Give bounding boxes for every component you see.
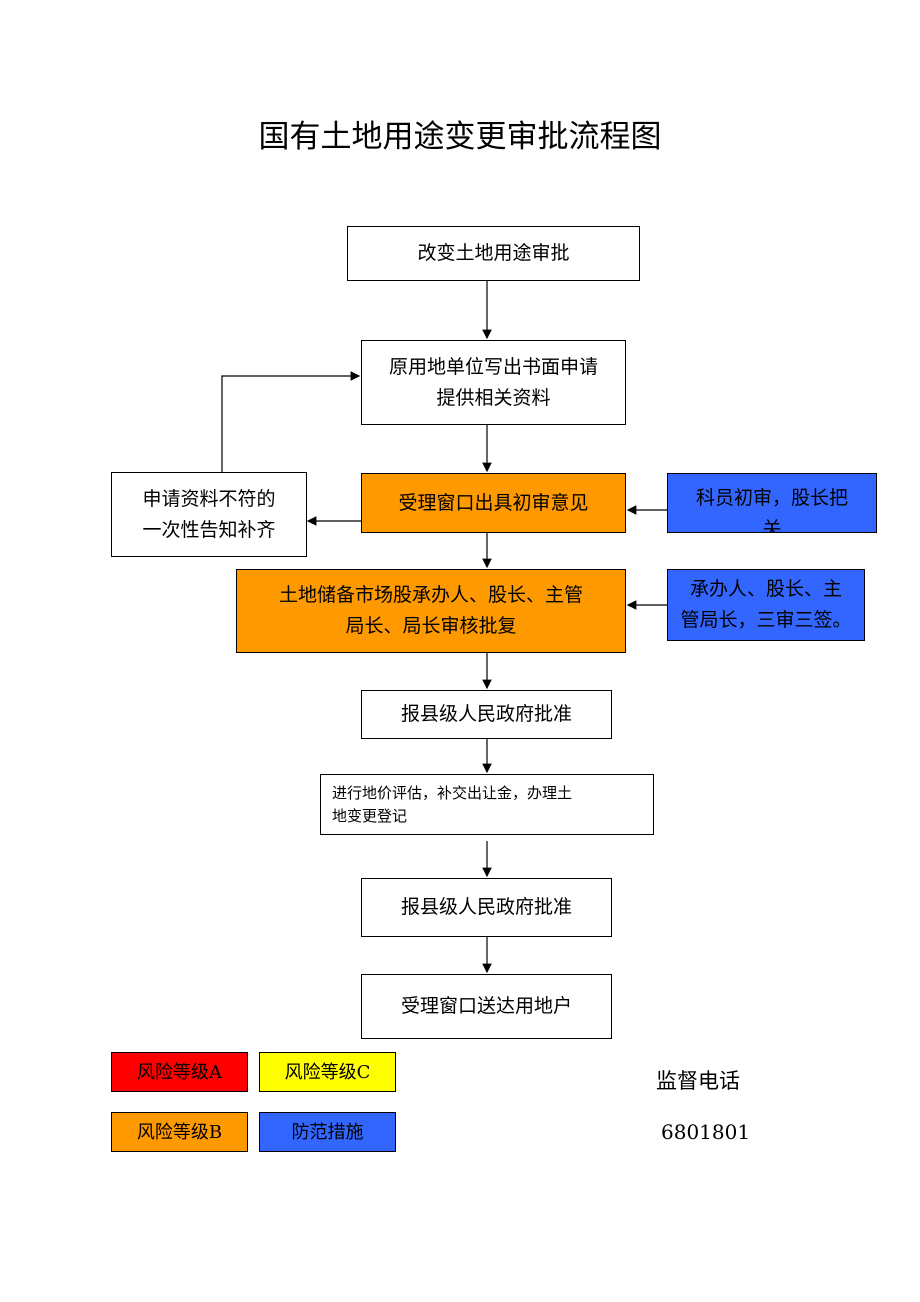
- supervision-label: 监督电话: [656, 1069, 740, 1093]
- step-land-valuation: 进行地价评估，补交出让金，办理土 地变更登记: [320, 774, 654, 835]
- legend-risk-a: 风险等级A: [111, 1052, 248, 1092]
- page-title: 国有土地用途变更审批流程图: [258, 119, 662, 155]
- step-written-application: 原用地单位写出书面申请 提供相关资料: [361, 340, 626, 425]
- legend-measure: 防范措施: [259, 1112, 396, 1152]
- supervision-phone: 6801801: [661, 1120, 751, 1144]
- step-county-approval-2: 报县级人民政府批准: [361, 878, 612, 937]
- step-deliver-to-user: 受理窗口送达用地户: [361, 974, 612, 1039]
- arrow-reject-back: [221, 371, 361, 472]
- measure-box-1: 科员初审，股长把 关: [667, 473, 877, 533]
- step-window-preliminary-review: 受理窗口出具初审意见: [361, 473, 626, 533]
- step-change-land-use: 改变土地用途审批: [347, 226, 640, 281]
- step-county-approval-1: 报县级人民政府批准: [361, 690, 612, 739]
- legend-risk-c: 风险等级C: [259, 1052, 396, 1092]
- measure-box-2: 承办人、股长、主 管局长，三审三签。: [667, 569, 865, 641]
- step-reserve-market-review: 土地储备市场股承办人、股长、主管 局长、局长审核批复: [236, 569, 626, 653]
- legend-risk-b: 风险等级B: [111, 1112, 248, 1152]
- reject-notice-box: 申请资料不符的 一次性告知补齐: [111, 472, 307, 557]
